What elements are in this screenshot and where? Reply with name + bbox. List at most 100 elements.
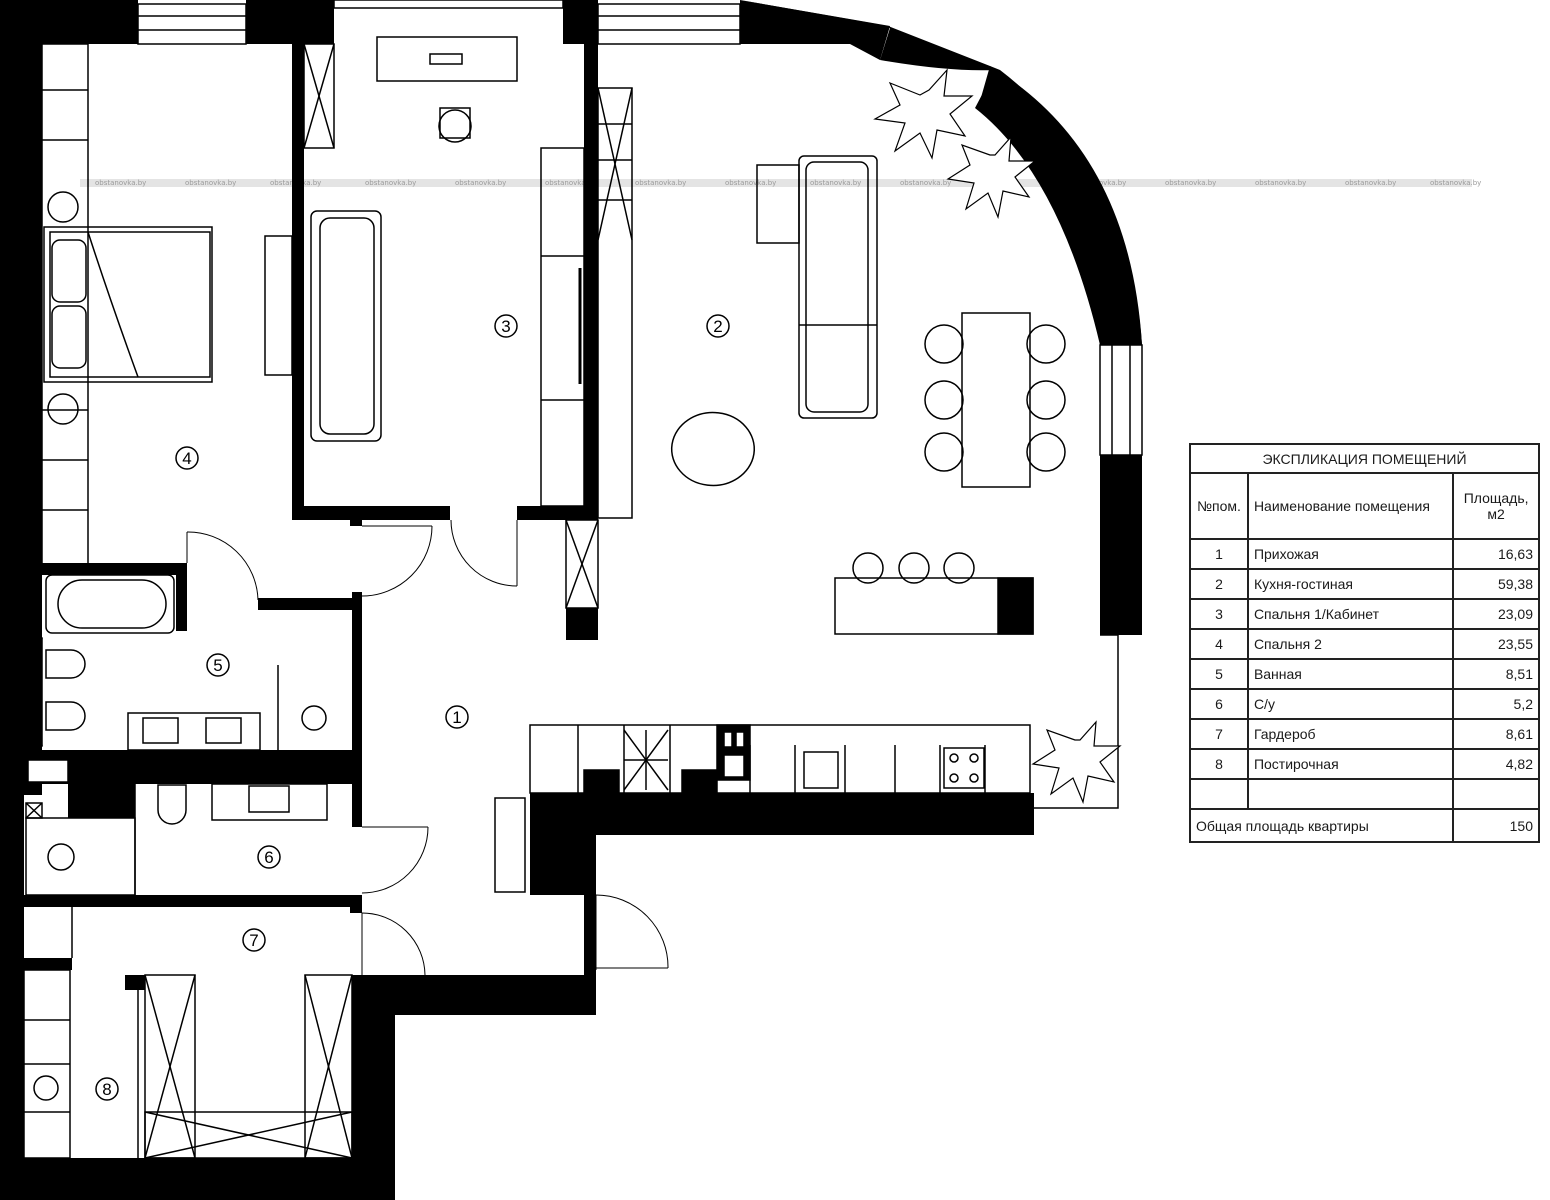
built-in-wardrobe	[540, 147, 585, 507]
room-label: 6	[264, 848, 273, 867]
total-value: 150	[1452, 808, 1540, 843]
room-label: 5	[213, 656, 222, 675]
dining-table	[961, 312, 1031, 488]
room-name: Постирочная	[1246, 748, 1455, 780]
room-number: 4	[1189, 628, 1249, 660]
room-marker-8: 8	[95, 1077, 119, 1101]
room-marker-6: 6	[257, 845, 281, 869]
room-marker-1: 1	[445, 705, 469, 729]
sofa-outline	[310, 210, 382, 442]
room-number	[1189, 778, 1249, 810]
room-name: С/у	[1246, 688, 1455, 720]
table-row: 7 Гардероб 8,61	[1189, 718, 1540, 750]
room-area: 23,09	[1452, 598, 1540, 630]
watermark-text: obstanovka.by	[1430, 179, 1481, 187]
cooktop-icon	[943, 747, 985, 789]
header-area-line1: Площадь,	[1463, 490, 1529, 506]
ottoman	[756, 164, 800, 244]
watermark-text: obstanovka.by	[900, 179, 951, 187]
room-label: 7	[249, 931, 258, 950]
room-number: 7	[1189, 718, 1249, 750]
room-name: Спальня 2	[1246, 628, 1455, 660]
watermark-text: obstanovka.by	[545, 179, 596, 187]
room-label: 8	[102, 1080, 111, 1099]
washing-machine-icon	[33, 1075, 59, 1101]
watermark-text: obstanovka.by	[1255, 179, 1306, 187]
room-label: 1	[452, 708, 461, 727]
table-row: 4 Спальня 2 23,55	[1189, 628, 1540, 660]
table-row: 5 Ванная 8,51	[1189, 658, 1540, 690]
header-area: Площадь, м2	[1452, 472, 1540, 540]
watermark-text: obstanovka.by	[725, 179, 776, 187]
watermark-text: obstanovka.by	[1165, 179, 1216, 187]
dining-chairs	[924, 324, 1066, 472]
wardrobe-outline	[41, 43, 89, 565]
room-number: 5	[1189, 658, 1249, 690]
room-number: 6	[1189, 688, 1249, 720]
total-row: Общая площадь квартиры 150	[1188, 808, 1540, 843]
room-marker-2: 2	[706, 314, 730, 338]
room-label: 3	[501, 317, 510, 336]
watermark-text: obstanovka.by	[185, 179, 236, 187]
room-number: 1	[1189, 538, 1249, 570]
room-name: Спальня 1/Кабинет	[1246, 598, 1455, 630]
room-markers: 1 2 3 4 5 6 7 8	[95, 314, 730, 1101]
watermark-text: obstanovka.by	[455, 179, 506, 187]
table-row: 2 Кухня-гостиная 59,38	[1189, 568, 1540, 600]
living-sofa	[798, 155, 878, 419]
header-name: Наименование помещения	[1246, 472, 1455, 540]
nightstand-lamp-icon	[47, 191, 79, 223]
room-name: Кухня-гостиная	[1246, 568, 1455, 600]
watermark-strip: obstanovka.by obstanovka.by obstanovka.b…	[80, 179, 1481, 187]
plant-icon	[873, 68, 1122, 805]
sink-icon	[803, 751, 839, 789]
room-area: 8,51	[1452, 658, 1540, 690]
room-label: 4	[182, 449, 191, 468]
room-marker-3: 3	[494, 314, 518, 338]
room-area: 16,63	[1452, 538, 1540, 570]
room-name: Ванная	[1246, 658, 1455, 690]
watermark-text: obstanovka.by	[810, 179, 861, 187]
desk	[376, 36, 518, 82]
table-row: 1 Прихожая 16,63	[1189, 538, 1540, 570]
shower-head-icon	[301, 705, 327, 731]
room-name	[1246, 778, 1455, 810]
sink-counter	[211, 783, 328, 821]
watermark-text: obstanovka.by	[1345, 179, 1396, 187]
toilet-icon	[157, 784, 187, 825]
nightstand-lamp-icon	[47, 393, 79, 425]
room-area: 23,55	[1452, 628, 1540, 660]
bed-outline	[43, 226, 213, 383]
bathtub	[45, 574, 175, 634]
walls	[0, 0, 1142, 1200]
washbasin-icon	[47, 843, 75, 871]
table-title: ЭКСПЛИКАЦИЯ ПОМЕЩЕНИЙ	[1189, 443, 1540, 474]
toilet-icon	[45, 649, 86, 679]
header-number: №пом.	[1189, 472, 1249, 540]
office-chair-icon	[439, 107, 471, 139]
room-area	[1452, 778, 1540, 810]
room-number: 3	[1189, 598, 1249, 630]
room-name: Прихожая	[1246, 538, 1455, 570]
table-row: 8 Постирочная 4,82	[1189, 748, 1540, 780]
room-number: 8	[1189, 748, 1249, 780]
watermark-text: obstanovka.by	[365, 179, 416, 187]
furniture	[23, 36, 1066, 1159]
tv-stand	[264, 235, 293, 376]
windows	[137, 0, 1143, 809]
table-row: 3 Спальня 1/Кабинет 23,09	[1189, 598, 1540, 630]
vanity	[127, 712, 261, 751]
kitchen-cabinets	[529, 724, 1031, 794]
doors	[186, 519, 669, 976]
watermark-text: obstanovka.by	[95, 179, 146, 187]
room-area: 59,38	[1452, 568, 1540, 600]
table-row-empty	[1189, 778, 1540, 810]
armchair-icon	[670, 411, 756, 487]
header-area-line2: м2	[1487, 506, 1505, 522]
table-row: 6 С/у 5,2	[1189, 688, 1540, 720]
room-label: 2	[713, 317, 722, 336]
room-marker-7: 7	[242, 928, 266, 952]
total-label: Общая площадь квартиры	[1188, 808, 1455, 843]
room-explication-table: ЭКСПЛИКАЦИЯ ПОМЕЩЕНИЙ №пом. Наименование…	[1188, 443, 1540, 843]
